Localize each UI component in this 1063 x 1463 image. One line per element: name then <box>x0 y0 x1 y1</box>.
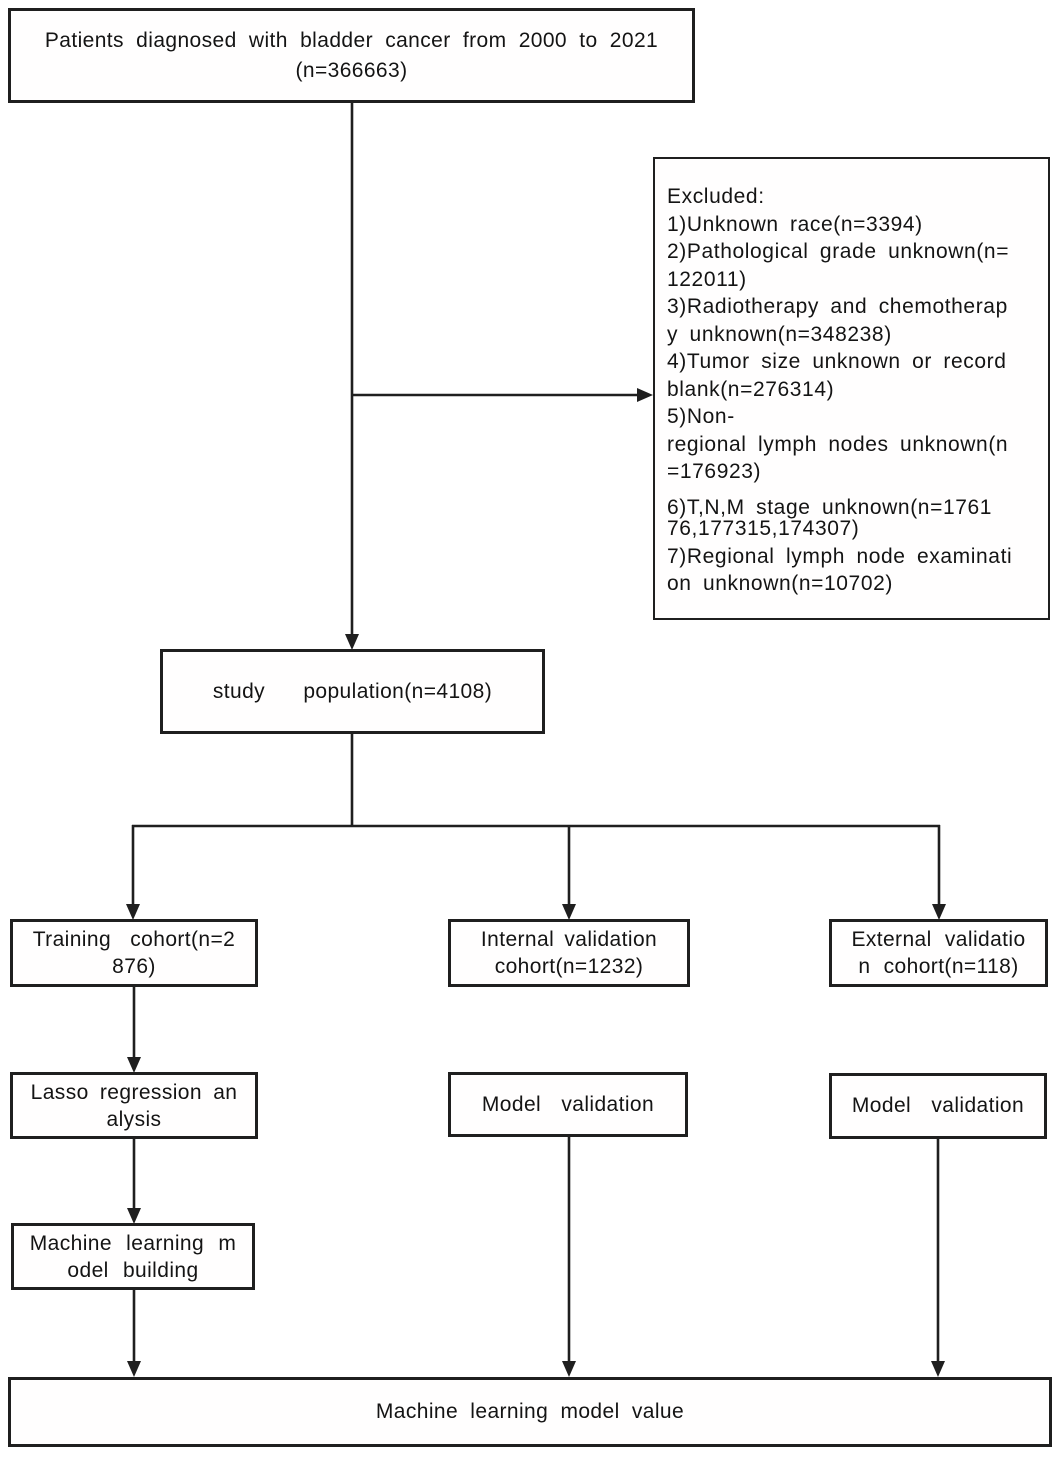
arrow-mv-external-to-value <box>931 1139 945 1377</box>
text-line: alysis <box>106 1107 162 1131</box>
line-study-to-branch <box>132 734 940 828</box>
text-line: on unknown(n=10702) <box>667 572 893 595</box>
node-patients-diagnosed: Patients diagnosed with bladder cancer f… <box>8 8 695 103</box>
text-line: Lasso regression an <box>30 1080 238 1104</box>
text-line: External validatio <box>851 928 1026 951</box>
node-excluded-criteria: Excluded: 1)Unknown race(n=3394) 2)Patholo… <box>653 157 1050 620</box>
text-line: cohort(n=1232) <box>494 955 644 978</box>
text-line: Machine learning m <box>29 1231 237 1255</box>
text-line: =176923) <box>667 460 762 483</box>
text-line: Excluded: <box>667 185 765 208</box>
text-line: odel building <box>67 1258 199 1282</box>
node-machine-learning-model-value: Machine learning model value <box>8 1377 1052 1447</box>
arrow-branch-to-internal <box>562 825 576 920</box>
node-external-validation-cohort: External validatio n cohort(n=118) <box>829 919 1048 987</box>
node-training-cohort: Training cohort(n=2 876) <box>10 919 258 987</box>
text-line: 2)Pathological grade unknown(n= <box>667 240 1010 263</box>
node-model-validation-external: Model validation <box>829 1073 1047 1139</box>
text-line: 876) <box>112 955 156 978</box>
text-line: study population(n=4108) <box>212 679 493 703</box>
text-line: (n=366663) <box>295 58 408 82</box>
text-line: 3)Radiotherapy and chemotherap <box>667 295 1008 318</box>
arrow-branch-to-external <box>932 825 946 920</box>
arrow-branch-to-training <box>126 825 140 920</box>
text-line: 7)Regional lymph node examinati <box>667 544 1013 568</box>
node-study-population: study population(n=4108) <box>160 649 545 734</box>
text-line: 6)T,N,M stage unknown(n=1761 <box>667 495 993 519</box>
node-machine-learning-model-building: Machine learning m odel building <box>11 1223 255 1290</box>
arrow-training-to-lasso <box>127 987 141 1073</box>
text-line: Internal validation <box>480 928 658 951</box>
text-line: 76,177315,174307) <box>667 517 860 540</box>
text-line: y unknown(n=348238) <box>667 322 892 346</box>
arrow-patients-to-study <box>345 103 359 650</box>
arrow-mv-internal-to-value <box>562 1137 576 1377</box>
text-line: Model validation <box>481 1092 655 1116</box>
text-line: 4)Tumor size unknown or record <box>667 350 1007 373</box>
arrow-lasso-to-building <box>127 1139 141 1224</box>
node-lasso-regression: Lasso regression an alysis <box>10 1072 258 1139</box>
text-line: Model validation <box>851 1094 1025 1117</box>
text-line: 122011) <box>667 267 747 291</box>
node-internal-validation-cohort: Internal validation cohort(n=1232) <box>448 919 690 987</box>
text-line: n cohort(n=118) <box>858 955 1019 978</box>
text-line: Patients diagnosed with bladder cancer f… <box>44 28 659 52</box>
arrow-to-excluded <box>352 388 653 402</box>
text-line: Training cohort(n=2 <box>32 928 236 951</box>
text-line: 1)Unknown race(n=3394) <box>667 212 923 236</box>
text-line: Machine learning model value <box>375 1400 685 1423</box>
node-model-validation-internal: Model validation <box>448 1072 688 1137</box>
text-line: 5)Non- <box>667 405 735 428</box>
text-line: regional lymph nodes unknown(n <box>667 432 1009 456</box>
arrow-building-to-value <box>127 1290 141 1377</box>
text-line: blank(n=276314) <box>667 377 835 401</box>
